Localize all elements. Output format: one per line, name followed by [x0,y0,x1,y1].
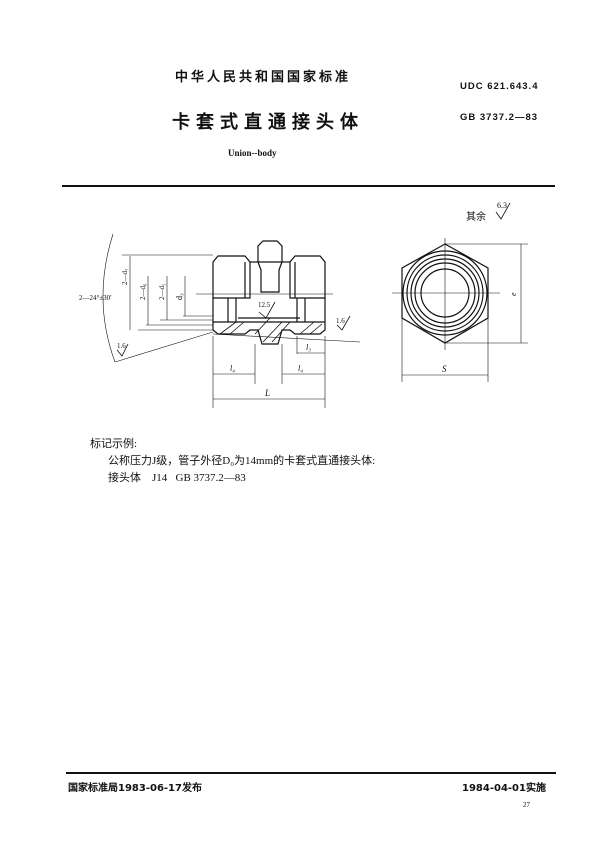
gb-number: GB 3737.2—83 [460,112,539,123]
publication-date: 国家标准局1983-06-17发布 [68,783,202,794]
roughness-left: 1.6 [117,342,126,350]
dim-d5: 2—d₅ [158,283,166,300]
dim-l4-right: l₄ [298,364,303,373]
dim-e: e [509,292,518,296]
dim-d6: 2—d₆ [139,283,147,300]
surface-note-label: 其余 [466,210,486,223]
dim-d3: d₃ [175,293,184,300]
roughness-center: 12.5 [258,301,271,309]
document-title: 卡套式直通接头体 [172,112,364,133]
dim-l3: l₃ [306,343,311,352]
marking-example: 标记示例: 公称压力J级，管子外径D₀为14mm的卡套式直通接头体: 接头体 J… [90,436,375,487]
dim-d7: 2—d₇ [121,268,129,285]
page-number: 27 [523,801,530,809]
standard-type: 中华人民共和国国家标准 [175,70,352,85]
udc-code: UDC 621.643.4 [460,81,539,92]
document-title-english: Union--body [228,148,277,158]
marking-example-heading: 标记示例: [90,438,138,450]
technical-drawing: 其余 6.3 2—24°±30′ 2—d₇ 2—d₆ 2—d₅ d₃ 12.5 … [79,201,528,408]
footer-divider [66,772,556,774]
marking-example-description: 公称压力J级，管子外径D₀为14mm的卡套式直通接头体: [108,455,376,467]
roughness-right: 1.6 [336,317,345,325]
dim-L: L [264,388,270,398]
surface-roughness-default: 6.3 [497,201,507,210]
marking-example-designation: 接头体 J14 GB 3737.2—83 [108,472,246,484]
dim-l4-left: l₄ [230,364,235,373]
angle-label: 2—24°±30′ [79,294,112,302]
header-divider [62,185,555,187]
implementation-date: 1984-04-01实施 [462,783,546,794]
dim-S: S [442,364,447,374]
